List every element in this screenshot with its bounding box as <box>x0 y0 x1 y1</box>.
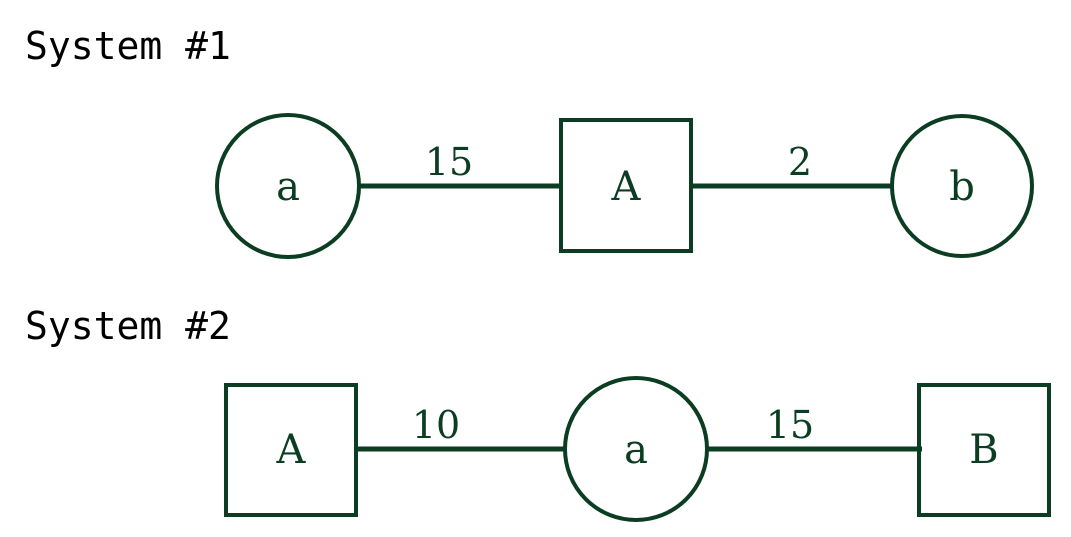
node-label-A: A <box>611 164 642 210</box>
node-circle-a2[interactable] <box>563 376 709 522</box>
system-2-title: System #2 <box>25 304 231 348</box>
system-2-graph: A a B 10 15 <box>224 376 1051 522</box>
edge-weight-a-B: 15 <box>766 403 814 447</box>
node-label-b: b <box>949 164 975 210</box>
edge-weight-a-A: 15 <box>425 140 473 184</box>
edge-weight-A-b: 2 <box>788 140 812 184</box>
node-square-A2[interactable] <box>224 383 358 517</box>
edge-weight-A-a: 10 <box>412 403 460 447</box>
node-label-a2: a <box>624 427 648 473</box>
node-circle-a[interactable] <box>215 113 361 259</box>
node-circle-b[interactable] <box>890 114 1034 258</box>
system-1-graph: a A b 15 2 <box>215 113 1034 259</box>
node-label-B: B <box>969 427 998 473</box>
node-square-B[interactable] <box>917 383 1051 517</box>
node-label-a: a <box>276 164 300 210</box>
node-square-A[interactable] <box>559 118 693 253</box>
node-label-A2: A <box>276 427 307 473</box>
system-1-title: System #1 <box>25 24 231 68</box>
